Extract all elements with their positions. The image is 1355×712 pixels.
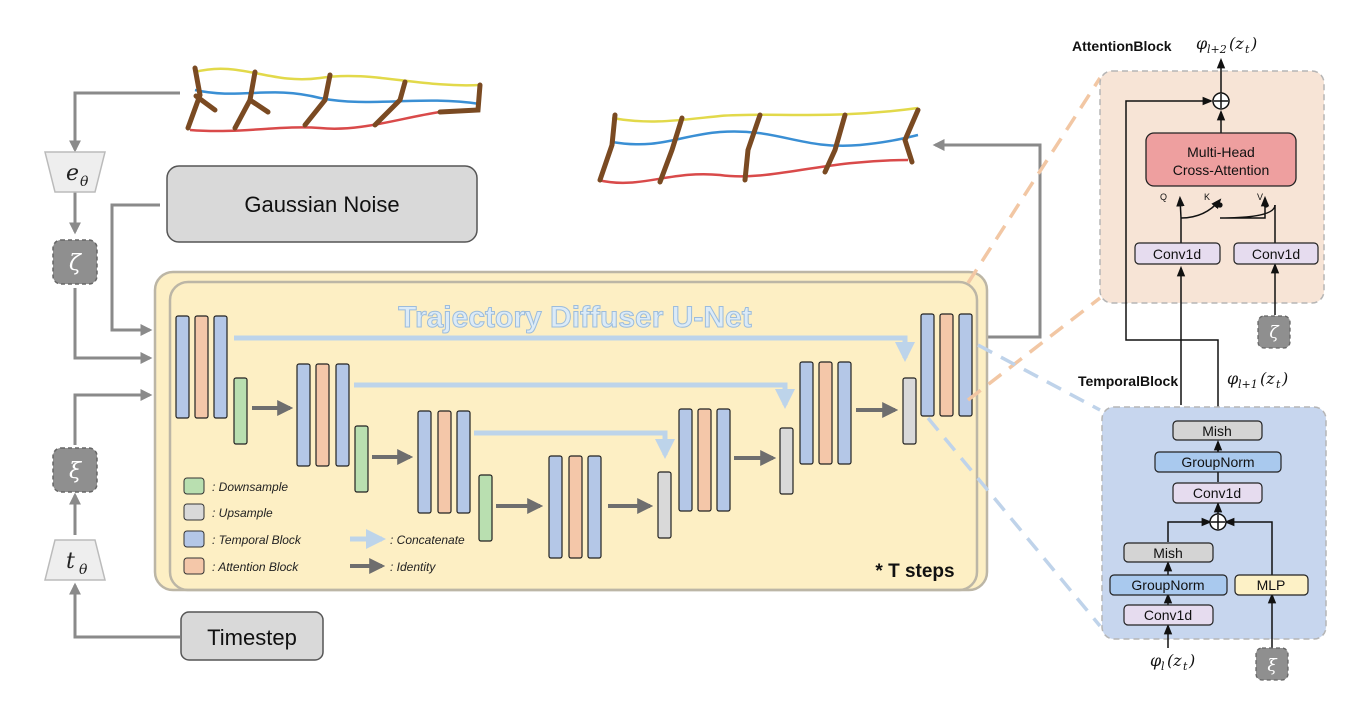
svg-text:: Attention Block: : Attention Block xyxy=(212,560,299,574)
svg-text:ξ: ξ xyxy=(69,459,83,484)
svg-text:Conv1d: Conv1d xyxy=(1193,485,1241,501)
temporal-output-label: φ l+1 (z t ) xyxy=(1227,369,1288,391)
svg-text:t: t xyxy=(1276,378,1281,391)
zoom-lines xyxy=(926,77,1102,628)
svg-text:: Upsample: : Upsample xyxy=(212,506,273,520)
attention-output-label: φ l+2 (z t ) xyxy=(1196,34,1257,56)
k-label: K xyxy=(1204,192,1210,202)
attention-block-title: AttentionBlock xyxy=(1072,38,1172,54)
svg-text:GroupNorm: GroupNorm xyxy=(1131,577,1204,593)
gaussian-noise-box: Gaussian Noise xyxy=(166,165,478,243)
svg-text:: Downsample: : Downsample xyxy=(212,480,288,494)
svg-text:): ) xyxy=(1188,651,1195,670)
unet-blocks xyxy=(175,313,973,559)
svg-text:Mish: Mish xyxy=(1153,545,1183,561)
t-steps-label: * T steps xyxy=(875,561,954,582)
v-label: V xyxy=(1257,192,1263,202)
svg-text:φ: φ xyxy=(1196,34,1208,53)
zeta-token-left: ζ xyxy=(52,239,98,285)
temporal-block-title: TemporalBlock xyxy=(1078,373,1178,389)
e-theta-encoder: e θ xyxy=(44,151,106,193)
attention-conv1d-left: Conv1d xyxy=(1134,242,1221,265)
svg-text:: Temporal Block: : Temporal Block xyxy=(212,533,302,547)
svg-text:e: e xyxy=(66,161,79,186)
temporal-input-label: φ l (z t ) xyxy=(1150,651,1195,673)
temporal-conv1d-top: Conv1d xyxy=(1172,482,1263,504)
temporal-mish-left: Mish xyxy=(1123,542,1214,563)
svg-text:t: t xyxy=(1245,43,1250,56)
q-label: Q xyxy=(1160,192,1167,202)
svg-text:Mish: Mish xyxy=(1202,423,1232,439)
xi-token-left: ξ xyxy=(52,447,98,493)
svg-text:): ) xyxy=(1250,34,1257,53)
svg-text:MLP: MLP xyxy=(1257,577,1286,593)
t-theta-encoder: t θ xyxy=(44,539,106,581)
svg-text:Conv1d: Conv1d xyxy=(1144,607,1192,623)
attention-conv1d-right: Conv1d xyxy=(1233,242,1319,265)
svg-text:l+1: l+1 xyxy=(1238,378,1258,391)
temporal-conv1d-left: Conv1d xyxy=(1123,604,1214,626)
svg-text:φ: φ xyxy=(1227,369,1239,388)
svg-text:ζ: ζ xyxy=(69,251,83,276)
legend: : Downsample : Upsample : Temporal Block… xyxy=(183,477,465,575)
left-flow-arrows xyxy=(69,91,1042,639)
svg-text:GroupNorm: GroupNorm xyxy=(1181,454,1254,470)
svg-text:(z: (z xyxy=(1229,34,1244,53)
svg-text:): ) xyxy=(1281,369,1288,388)
zeta-token-right: ζ xyxy=(1257,315,1291,349)
timestep-box: Timestep xyxy=(180,611,324,661)
svg-text:l+2: l+2 xyxy=(1207,43,1227,56)
svg-text:(z: (z xyxy=(1167,651,1182,670)
svg-text:: Identity: : Identity xyxy=(390,560,436,574)
svg-text:ξ: ξ xyxy=(1267,656,1278,676)
input-trajectory-image xyxy=(185,65,483,133)
svg-text:t: t xyxy=(66,549,75,574)
attention-block-panel xyxy=(1099,70,1325,304)
concat-arrows xyxy=(234,335,915,459)
svg-text:l: l xyxy=(1161,660,1165,673)
attention-wires xyxy=(1125,57,1280,413)
svg-text:Cross-Attention: Cross-Attention xyxy=(1173,162,1269,178)
svg-text:φ: φ xyxy=(1150,651,1162,670)
temporal-mish-top: Mish xyxy=(1172,420,1263,441)
svg-text:Multi-Head: Multi-Head xyxy=(1187,144,1255,160)
multi-head-cross-attention: Multi-Head Cross-Attention xyxy=(1145,132,1297,187)
svg-text:t: t xyxy=(1183,660,1188,673)
svg-text:θ: θ xyxy=(79,562,88,578)
svg-text:Gaussian Noise: Gaussian Noise xyxy=(244,192,399,217)
temporal-groupnorm-top: GroupNorm xyxy=(1154,451,1282,473)
xi-token-right: ξ xyxy=(1255,647,1289,681)
unet-title: Trajectory Diffuser U-Net xyxy=(398,301,751,334)
identity-arrows xyxy=(252,400,899,514)
svg-text:Timestep: Timestep xyxy=(207,625,297,650)
temporal-groupnorm-left: GroupNorm xyxy=(1109,574,1228,596)
output-trajectory-image xyxy=(597,106,921,185)
svg-text:θ: θ xyxy=(80,174,89,190)
svg-text:Conv1d: Conv1d xyxy=(1252,246,1300,262)
svg-text:Conv1d: Conv1d xyxy=(1153,246,1201,262)
temporal-mlp: MLP xyxy=(1234,574,1309,596)
svg-text:ζ: ζ xyxy=(1269,323,1280,343)
svg-text:(z: (z xyxy=(1260,369,1275,388)
svg-text:: Concatenate: : Concatenate xyxy=(390,533,465,547)
